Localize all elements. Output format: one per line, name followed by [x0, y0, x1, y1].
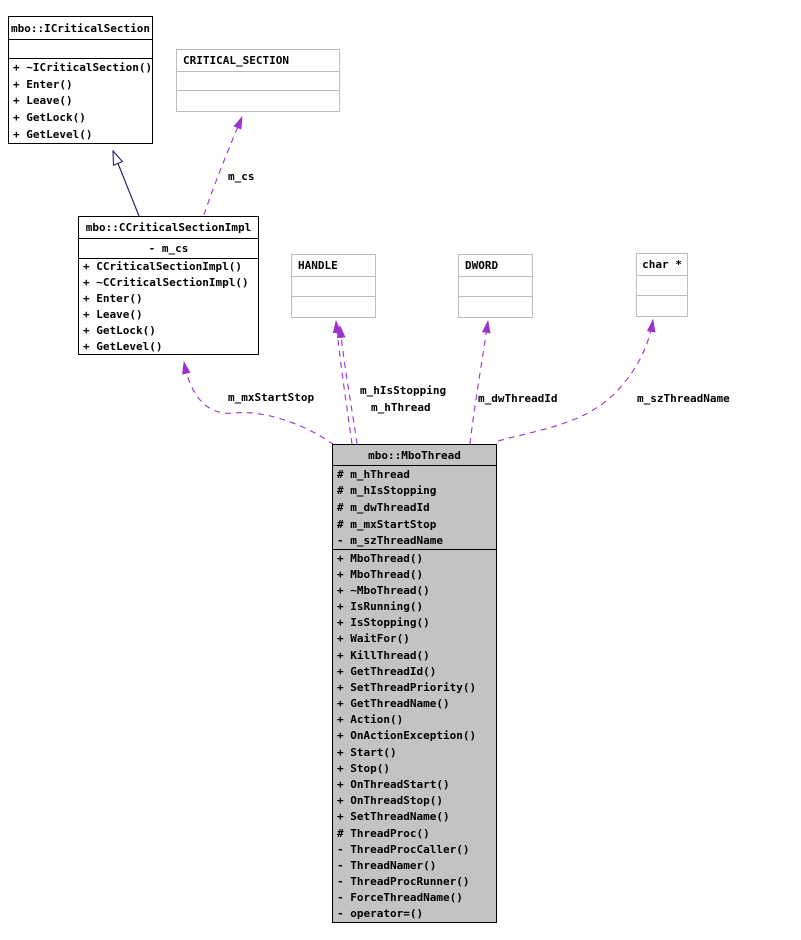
class-title: mbo::MboThread: [368, 448, 461, 462]
edge-label-m-dwthreadid: m_dwThreadId: [478, 392, 558, 405]
attributes-section-empty: [637, 275, 687, 295]
method-row: + GetLock(): [13, 111, 86, 125]
method-row: + Leave(): [83, 307, 143, 321]
method-row: + ~MboThread(): [337, 583, 430, 597]
method-row: + GetLevel(): [13, 128, 93, 142]
class-node-dword[interactable]: DWORD: [458, 254, 533, 318]
class-node-ccriticalsectionimpl[interactable]: mbo::CCriticalSectionImpl - m_cs + CCrit…: [78, 216, 259, 355]
edge-label-m-szthreadname: m_szThreadName: [637, 392, 730, 405]
method-row: - ThreadProcCaller(): [337, 842, 470, 856]
method-row: + GetThreadId(): [337, 664, 437, 678]
method-row: + ~CCriticalSectionImpl(): [83, 276, 249, 290]
attributes-section-empty: [459, 276, 532, 296]
method-row: - ThreadNamer(): [337, 858, 437, 872]
method-row: + IsStopping(): [337, 616, 430, 630]
class-title: mbo::ICriticalSection: [10, 21, 151, 35]
class-node-handle[interactable]: HANDLE: [291, 254, 376, 318]
edge-m-cs: [203, 116, 243, 216]
class-node-mbothread[interactable]: mbo::MboThread # m_hThread # m_hIsStoppi…: [332, 444, 497, 923]
methods-section-empty: [637, 295, 687, 315]
edge-m-dwthreadid: [469, 319, 491, 445]
method-row: + Enter(): [13, 77, 73, 91]
class-title: HANDLE: [298, 259, 338, 272]
attributes-section: - m_cs: [79, 238, 258, 258]
method-row: + SetThreadPriority(): [337, 680, 477, 694]
edge-label-m-hthread: m_hThread: [371, 401, 431, 414]
attribute-row: # m_hThread: [337, 467, 410, 481]
method-row: + Start(): [337, 745, 397, 759]
method-row: + OnThreadStart(): [337, 777, 450, 791]
methods-section-empty: [459, 296, 532, 316]
method-row: - operator=(): [337, 907, 424, 921]
class-title: char *: [642, 258, 682, 271]
method-row: + Action(): [337, 713, 404, 727]
class-node-icriticalsection[interactable]: mbo::ICriticalSection + ~ICriticalSectio…: [8, 16, 153, 144]
attributes-section-empty: [292, 276, 375, 296]
method-row: + MboThread(): [337, 567, 424, 581]
class-title: mbo::CCriticalSectionImpl: [85, 221, 252, 234]
class-node-critical-section[interactable]: CRITICAL_SECTION: [176, 49, 340, 112]
method-row: - ForceThreadName(): [337, 891, 463, 905]
method-row: + Stop(): [337, 761, 390, 775]
method-row: + CCriticalSectionImpl(): [83, 260, 242, 274]
class-title: CRITICAL_SECTION: [183, 54, 289, 67]
class-node-char-ptr[interactable]: char *: [636, 253, 688, 317]
method-row: + GetLevel(): [83, 339, 163, 353]
edge-m-szthreadname: [497, 318, 656, 442]
edge-m-hisstopping: [332, 319, 353, 445]
attributes-section: # m_hThread # m_hIsStopping # m_dwThread…: [333, 465, 496, 549]
class-title: DWORD: [465, 259, 499, 272]
methods-section-empty: [177, 90, 339, 109]
method-row: + GetThreadName(): [337, 697, 450, 711]
edge-m-mxstartstop: [182, 360, 335, 446]
edge-inheritance-ccriticalsectionimpl: [113, 151, 140, 217]
method-row: + Leave(): [13, 94, 73, 108]
method-row: + ~ICriticalSection(): [13, 60, 153, 74]
method-row: + WaitFor(): [337, 632, 410, 646]
method-row: + GetLock(): [83, 323, 156, 337]
method-row: + SetThreadName(): [337, 810, 450, 824]
method-row: # ThreadProc(): [337, 826, 430, 840]
edge-label-m-hisstopping: m_hIsStopping: [360, 384, 447, 397]
attribute-row: - m_cs: [148, 242, 189, 255]
edge-m-hthread: [336, 324, 358, 445]
edge-label-m-cs: m_cs: [228, 170, 255, 183]
method-row: + OnThreadStop(): [337, 794, 443, 808]
attributes-section-empty: [9, 39, 152, 58]
attributes-section-empty: [177, 71, 339, 90]
methods-section: + MboThread() + MboThread() + ~MboThread…: [333, 549, 496, 922]
method-row: + MboThread(): [337, 551, 424, 565]
method-row: + IsRunning(): [337, 600, 424, 614]
attribute-row: - m_szThreadName: [337, 534, 443, 548]
methods-section: + CCriticalSectionImpl() + ~CCriticalSec…: [79, 258, 258, 354]
method-row: + Enter(): [83, 292, 143, 306]
attribute-row: # m_mxStartStop: [337, 517, 437, 531]
method-row: + OnActionException(): [337, 729, 477, 743]
method-row: - ThreadProcRunner(): [337, 875, 470, 889]
attribute-row: # m_hIsStopping: [337, 484, 437, 498]
methods-section: + ~ICriticalSection() + Enter() + Leave(…: [9, 58, 152, 143]
method-row: + KillThread(): [337, 648, 430, 662]
edge-label-m-mxstartstop: m_mxStartStop: [228, 391, 315, 404]
attribute-row: # m_dwThreadId: [337, 500, 430, 514]
methods-section-empty: [292, 296, 375, 316]
